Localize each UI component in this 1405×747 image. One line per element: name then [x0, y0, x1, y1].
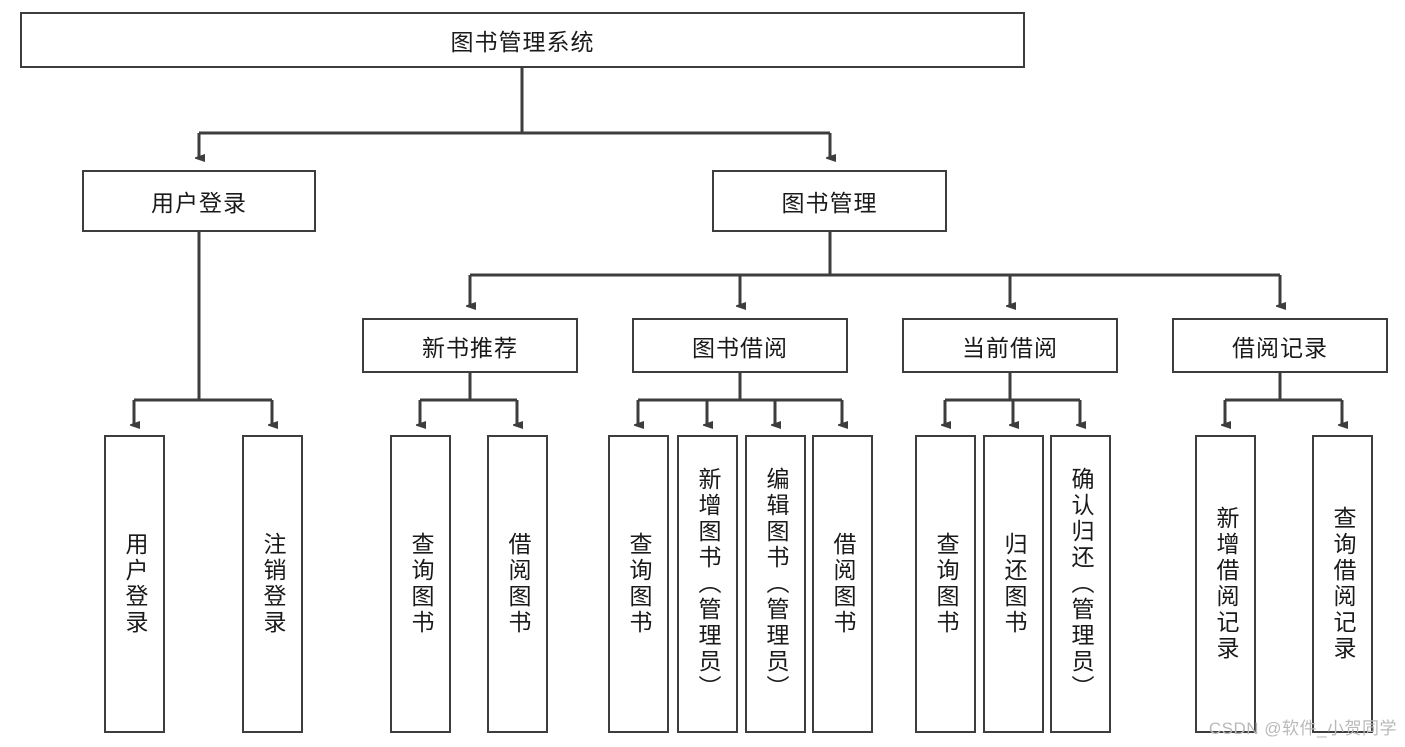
node-label: 新增图书（管理员） — [695, 467, 721, 701]
node-label: 借阅图书 — [830, 532, 856, 636]
leaf-add-book-admin[interactable]: 新增图书（管理员） — [677, 435, 738, 733]
node-label: 当前借阅 — [962, 334, 1058, 361]
node-label: 借阅图书 — [505, 532, 531, 636]
node-label: 查询图书 — [933, 532, 959, 636]
node-label: 查询借阅记录 — [1330, 506, 1356, 662]
leaf-query-book-recommend[interactable]: 查询图书 — [390, 435, 451, 733]
node-label: 借阅记录 — [1232, 334, 1328, 361]
leaf-query-book-current[interactable]: 查询图书 — [915, 435, 976, 733]
leaf-add-borrow-record[interactable]: 新增借阅记录 — [1195, 435, 1256, 733]
leaf-edit-book-admin[interactable]: 编辑图书（管理员） — [745, 435, 806, 733]
node-label: 图书管理 — [781, 190, 878, 216]
leaf-return-book[interactable]: 归还图书 — [983, 435, 1044, 733]
node-label: 注销登录 — [260, 532, 286, 636]
node-label: 图书借阅 — [692, 334, 788, 361]
node-label: 查询图书 — [626, 532, 652, 636]
node-label: 归还图书 — [1001, 532, 1027, 636]
node-label: 图书管理系统 — [450, 29, 595, 55]
node-root-system[interactable]: 图书管理系统 — [20, 12, 1025, 68]
leaf-borrow-book-recommend[interactable]: 借阅图书 — [487, 435, 548, 733]
watermark-text: CSDN @软件_小贺同学 — [1208, 719, 1397, 738]
node-label: 用户登录 — [122, 532, 148, 636]
node-label: 编辑图书（管理员） — [763, 467, 789, 701]
node-label: 查询图书 — [408, 532, 434, 636]
node-label: 用户登录 — [151, 190, 247, 216]
leaf-query-borrow-record[interactable]: 查询借阅记录 — [1312, 435, 1373, 733]
leaf-logout[interactable]: 注销登录 — [242, 435, 303, 733]
leaf-confirm-return-admin[interactable]: 确认归还（管理员） — [1050, 435, 1111, 733]
node-user-login[interactable]: 用户登录 — [82, 170, 316, 232]
leaf-query-book-borrow[interactable]: 查询图书 — [608, 435, 669, 733]
node-book-borrow[interactable]: 图书借阅 — [632, 318, 848, 373]
node-borrow-records[interactable]: 借阅记录 — [1172, 318, 1388, 373]
node-new-book-recommend[interactable]: 新书推荐 — [362, 318, 578, 373]
leaf-user-login[interactable]: 用户登录 — [104, 435, 165, 733]
node-current-borrow[interactable]: 当前借阅 — [902, 318, 1118, 373]
node-label: 确认归还（管理员） — [1068, 467, 1094, 701]
leaf-borrow-book[interactable]: 借阅图书 — [812, 435, 873, 733]
node-book-management[interactable]: 图书管理 — [712, 170, 947, 232]
node-label: 新书推荐 — [422, 334, 518, 361]
node-label: 新增借阅记录 — [1213, 506, 1239, 662]
